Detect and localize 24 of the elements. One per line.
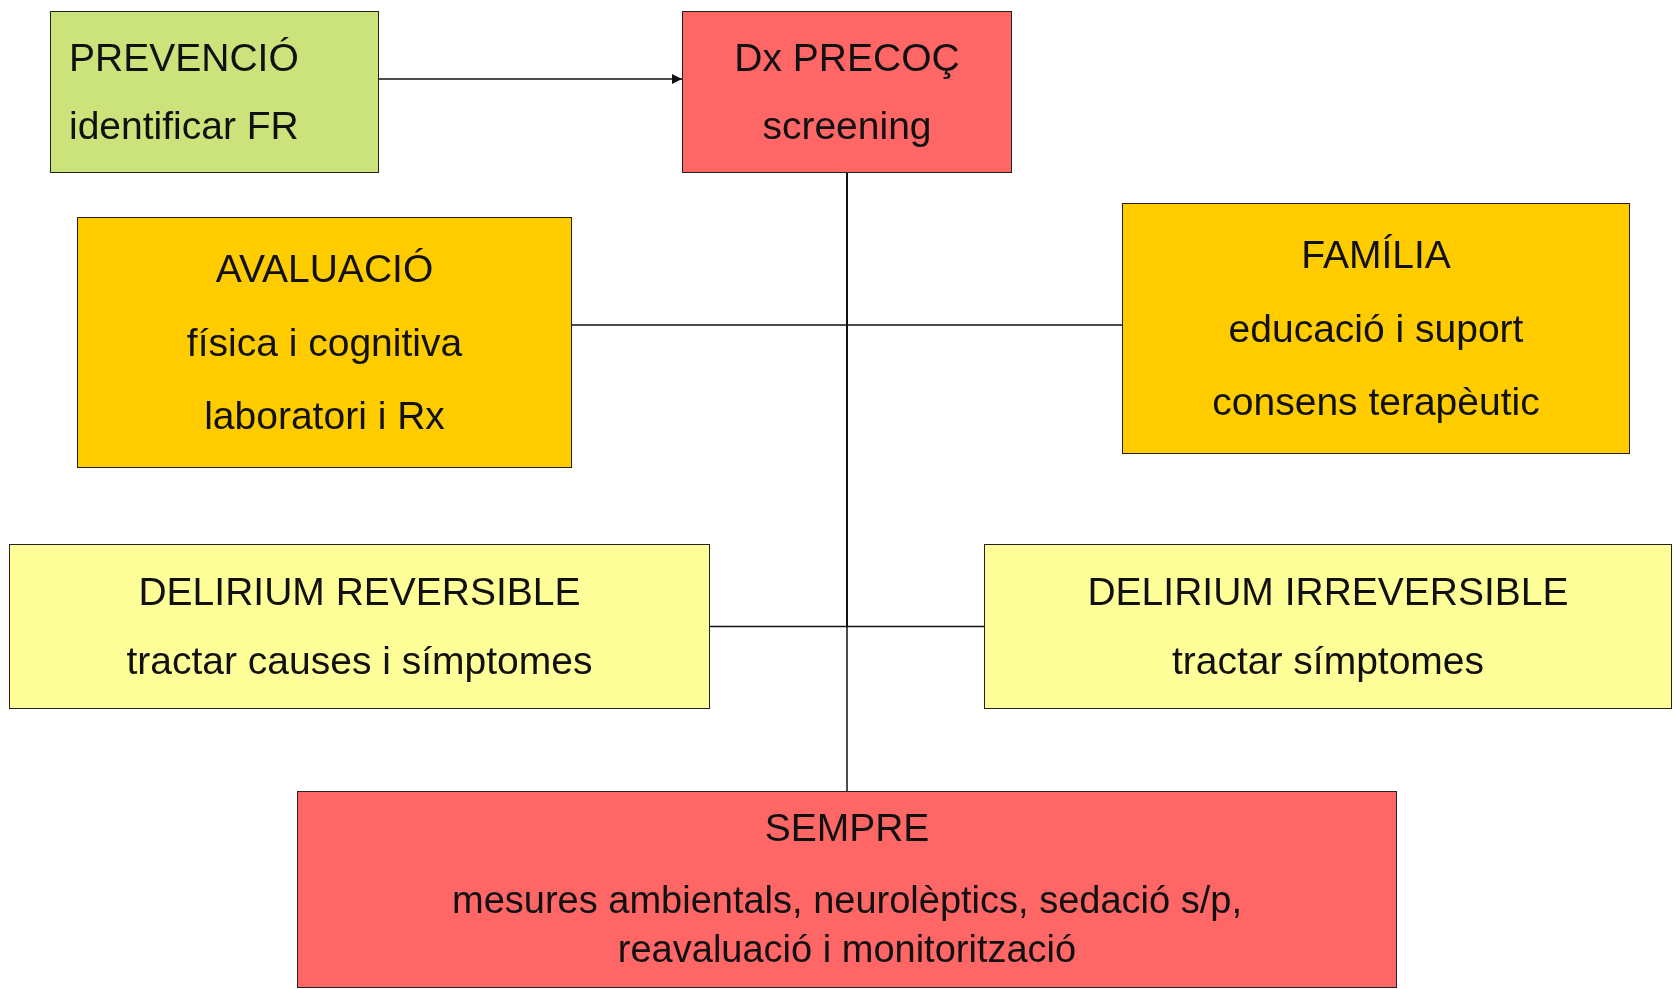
process-box <box>50 11 379 173</box>
connector-line <box>378 73 683 85</box>
box-text: mesures ambientals, neurolèptics, sedació s/p, reavaluació i monitorització <box>451 878 1243 973</box>
box-heading: PREVENCIÓ <box>69 36 299 80</box>
process-box <box>297 791 1397 988</box>
process-box <box>984 544 1672 709</box>
box-text: tractar causes i símptomes <box>126 639 593 683</box>
process-box <box>1122 203 1630 454</box>
box-heading: FAMÍLIA <box>1301 233 1451 278</box>
box-text: física i cognitiva <box>186 320 463 365</box>
box-text: screening <box>762 104 932 148</box>
box-text: identificar FR <box>69 104 299 148</box>
process-box <box>9 544 710 709</box>
box-text: laboratori i Rx <box>204 393 445 438</box>
process-box <box>682 11 1012 173</box>
box-heading: DELIRIUM IRREVERSIBLE <box>1087 570 1569 614</box>
box-heading: AVALUACIÓ <box>215 247 434 292</box>
box-text: tractar símptomes <box>1171 639 1485 683</box>
box-text: consens terapèutic <box>1212 379 1540 424</box>
box-heading: Dx PRECOÇ <box>734 36 960 80</box>
box-text: educació i suport <box>1228 306 1524 351</box>
process-box <box>77 217 572 468</box>
box-heading: SEMPRE <box>764 806 930 850</box>
box-heading: DELIRIUM REVERSIBLE <box>138 570 581 614</box>
